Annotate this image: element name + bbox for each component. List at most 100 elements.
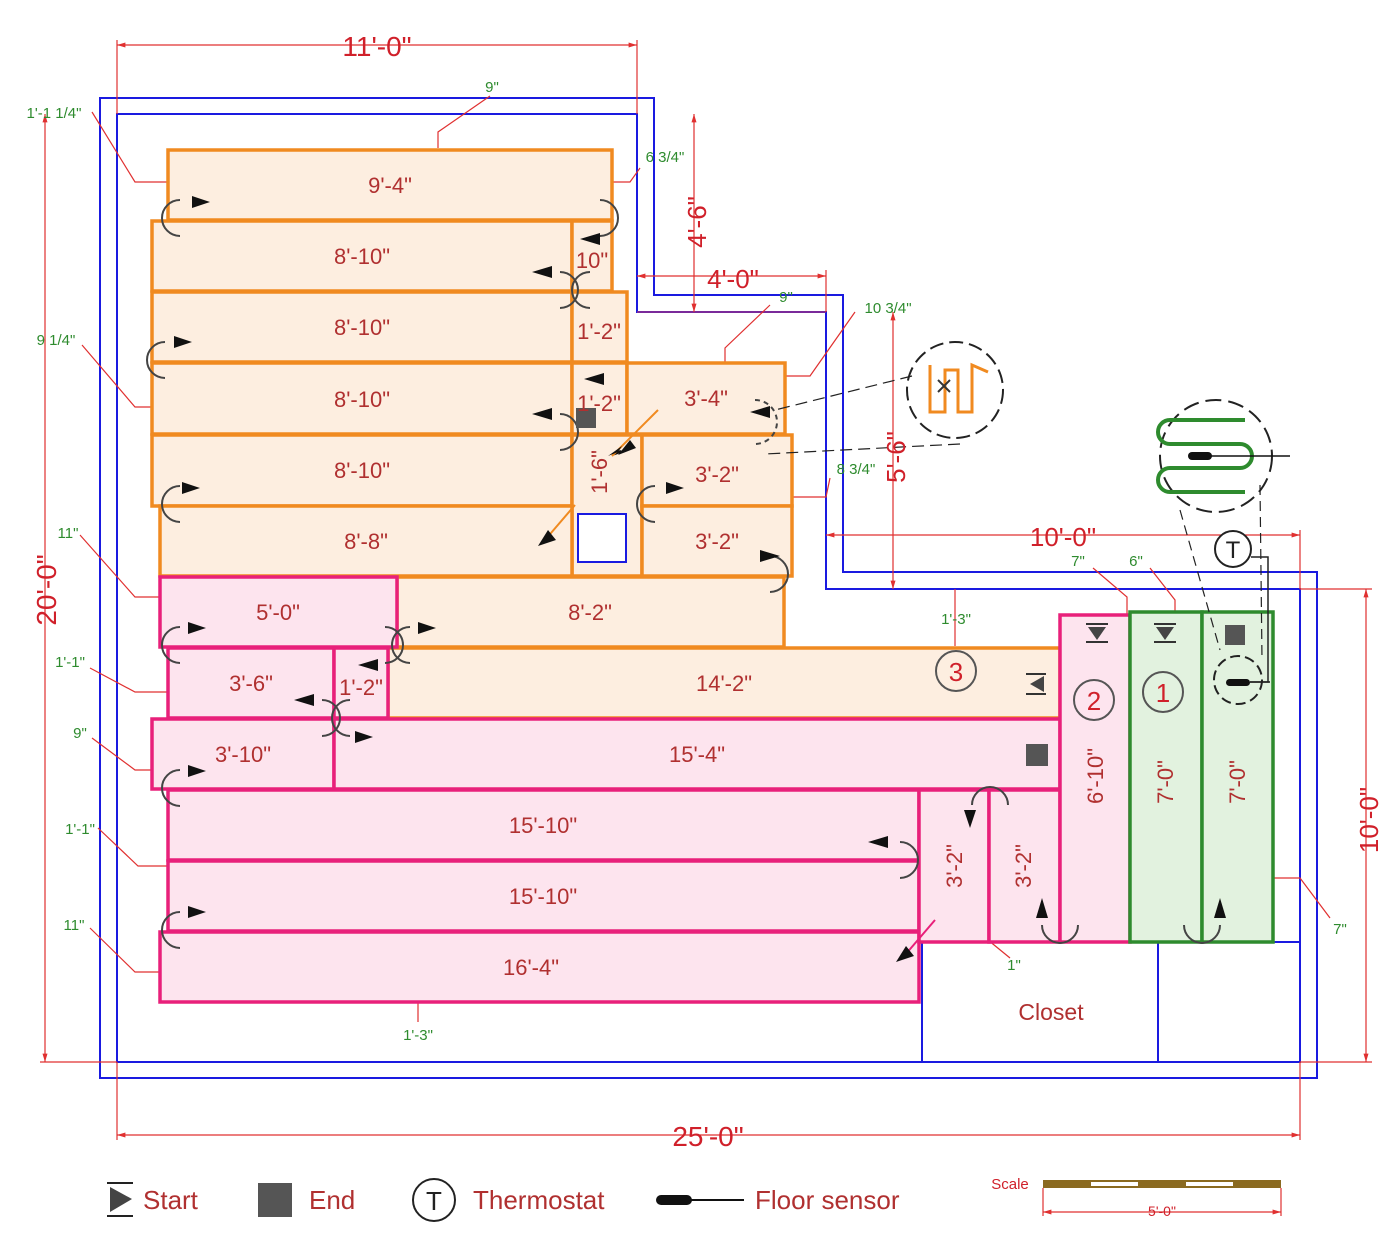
scale-bar — [1042, 1180, 1282, 1216]
room-label-closet: Closet — [1018, 999, 1084, 1025]
zone-number: 3 — [949, 657, 963, 687]
gap-label: 9" — [485, 79, 499, 96]
gap-leaders — [79, 95, 1331, 1022]
gap-label: 6" — [1129, 553, 1143, 570]
gap-label: 9 1/4" — [37, 332, 76, 349]
legend-start-label: Start — [143, 1185, 199, 1215]
gap-label: 9" — [779, 289, 793, 306]
bottom-width-label: 25'-0" — [672, 1121, 743, 1152]
gap-label: 7" — [1071, 553, 1085, 570]
mat-label: 7'-0" — [1225, 760, 1250, 804]
gap-label: 11" — [58, 525, 79, 542]
right-height-label: 10'-0" — [1354, 787, 1384, 853]
mat-label: 14'-2" — [696, 671, 752, 696]
mat-label: 1'-2" — [577, 319, 621, 344]
mats-zone1 — [1128, 610, 1275, 944]
end-marker — [1026, 744, 1048, 766]
mat-rect — [158, 930, 921, 1004]
mat-rect — [386, 646, 1062, 720]
mat-rect — [1058, 613, 1132, 944]
mat-label: 5'-0" — [256, 600, 300, 625]
mat-rect — [1200, 610, 1275, 944]
start-icon — [107, 1182, 133, 1217]
legend-end-label: End — [309, 1185, 355, 1215]
mat-label: 3'-2" — [695, 529, 739, 554]
gap-label: 9" — [73, 725, 87, 742]
legend — [107, 1178, 744, 1222]
mat-label: 3'-2" — [1011, 844, 1036, 888]
gap-label: 1'-1" — [65, 821, 95, 838]
gap-label: 1'-3" — [403, 1027, 433, 1044]
end-marker — [576, 408, 596, 428]
gap-label: 6 3/4" — [646, 149, 685, 166]
zone-number: 2 — [1087, 686, 1101, 716]
mats-zone3 — [150, 148, 1062, 720]
thermostat-icon — [412, 1178, 456, 1222]
mat-label: 8'-10" — [334, 315, 390, 340]
mat-label: 3'-6" — [229, 671, 273, 696]
mat-rect — [158, 575, 399, 649]
mat-rect — [625, 361, 787, 436]
mat-label: 3'-2" — [695, 462, 739, 487]
zone-circle — [1142, 671, 1184, 713]
mat-rect — [332, 646, 390, 720]
dimension-lines — [40, 40, 1372, 1140]
mat-label: 8'-10" — [334, 458, 390, 483]
mid-height-label: 5'-6" — [881, 431, 911, 483]
mat-label: 3'-4" — [684, 386, 728, 411]
mat-rect — [640, 433, 794, 508]
mat-rect — [570, 290, 629, 364]
mat-label: 9'-4" — [368, 173, 412, 198]
mat-label: 15'-4" — [669, 742, 725, 767]
start-marker — [1026, 673, 1046, 695]
zone-labels: 1 2 3 — [949, 657, 1170, 716]
gap-label: 11" — [64, 917, 85, 934]
mat-label: 8'-8" — [344, 529, 388, 554]
mat-labels: 9'-4" 8'-10" 10" 8'-10" 1'-2" 8'-10" 1'-… — [215, 173, 1250, 980]
start-marker — [1086, 623, 1108, 643]
legend-floor-sensor-label: Floor sensor — [755, 1185, 900, 1215]
zone-number: 1 — [1156, 678, 1170, 708]
gap-labels: 9" 1'-1 1/4" 6 3/4" 9" 10 3/4" 9 1/4" 8 … — [27, 79, 1347, 1044]
gap-label: 1" — [1007, 957, 1021, 974]
gap-label: 8 3/4" — [837, 461, 876, 478]
scale-label: Scale — [991, 1176, 1029, 1193]
mat-rect — [158, 504, 574, 578]
zone-circle — [935, 650, 977, 692]
end-marker — [1225, 625, 1245, 645]
legend-thermostat-symbol: T — [426, 1186, 442, 1216]
mat-rect — [150, 361, 574, 436]
walls — [99, 97, 1318, 1079]
legend-labels: Start End Thermostat Floor sensor — [143, 1185, 900, 1215]
legend-thermostat-label: Thermostat — [473, 1185, 605, 1215]
mat-label: 1'-2" — [577, 391, 621, 416]
top-width-label: 11'-0" — [342, 31, 411, 62]
gap-label: 1'-1" — [55, 654, 85, 671]
thermostat-on-plan — [1214, 530, 1269, 683]
step-width-label: 4'-0" — [707, 264, 759, 294]
mat-label: 1'-2" — [339, 675, 383, 700]
mat-rect — [150, 219, 574, 293]
zone-markers — [935, 650, 1184, 721]
turn-arcs — [146, 199, 1221, 949]
sensor-detail-callout — [1156, 399, 1290, 705]
right-width-label: 10'-0" — [1030, 522, 1096, 552]
mat-label: 8'-2" — [568, 600, 612, 625]
start-end-markers — [576, 408, 1245, 766]
mat-label: 3'-10" — [215, 742, 271, 767]
mat-label: 16'-4" — [503, 955, 559, 980]
floor-drain — [577, 513, 627, 563]
mat-rect — [640, 504, 794, 578]
left-height-label: 20'-0" — [31, 554, 62, 625]
gap-label: 1'-1 1/4" — [27, 105, 82, 122]
zone-circle — [1073, 679, 1115, 721]
mat-label: 8'-10" — [334, 244, 390, 269]
mat-label: 15'-10" — [509, 884, 577, 909]
mat-rect — [917, 788, 991, 944]
mats-zone2 — [150, 575, 1132, 1004]
mat-label: 1'-6" — [587, 450, 612, 494]
mat-rect — [1128, 610, 1204, 944]
mat-label: 15'-10" — [509, 813, 577, 838]
step-height-label: 4'-6" — [682, 196, 712, 248]
